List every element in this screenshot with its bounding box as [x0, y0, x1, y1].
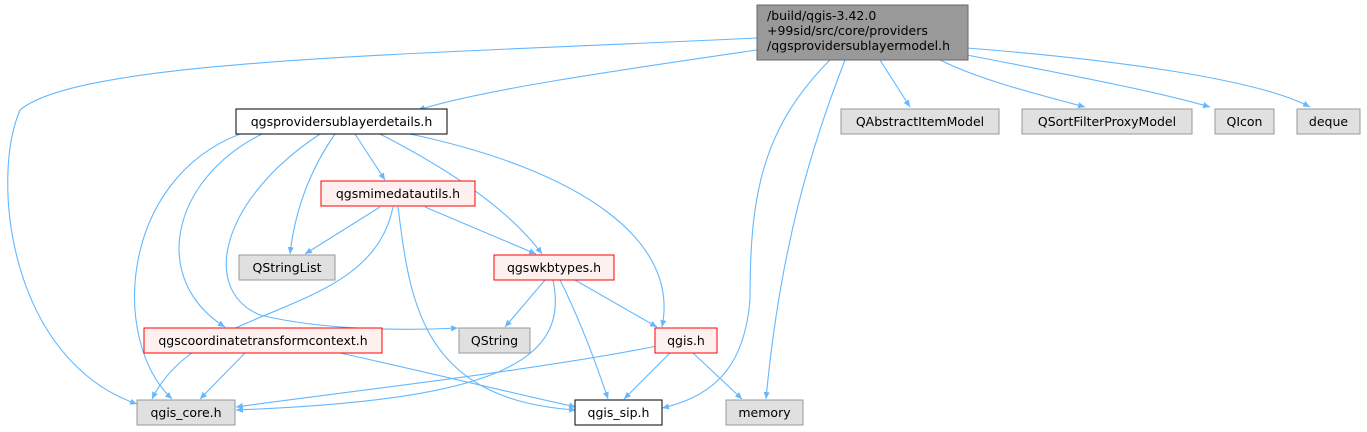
node-qabstract[interactable]: QAbstractItemModel: [840, 108, 1000, 135]
edge-details-qstring: [225, 133, 459, 332]
node-qsortfilter-label: QSortFilterProxyModel: [1038, 114, 1176, 129]
edge-details-mimedata: [354, 133, 386, 181]
edge-root-details: [417, 49, 758, 111]
node-memory[interactable]: memory: [725, 399, 804, 426]
node-qgis-label: qgis.h: [667, 333, 705, 348]
node-mimedata-label: qgsmimedatautils.h: [336, 186, 460, 201]
node-mimedata[interactable]: qgsmimedatautils.h: [320, 180, 476, 207]
node-details-label: qgsprovidersublayerdetails.h: [251, 114, 433, 129]
node-qgis-core-label: qgis_core.h: [150, 405, 221, 420]
edge-mimedata-qgis-core: [151, 206, 394, 400]
edge-root-memory: [763, 59, 846, 400]
edge-root-qabstract: [879, 59, 911, 108]
node-root-line1: /build/qgis-3.42.0: [767, 8, 876, 23]
edge-qgis-memory: [692, 352, 743, 400]
node-qicon-label: QIcon: [1227, 114, 1263, 129]
node-qstringlist[interactable]: QStringList: [238, 254, 336, 281]
node-qgis-sip[interactable]: qgis_sip.h: [574, 399, 663, 426]
edge-coordtransform-qgis-core: [199, 352, 246, 400]
edge-mimedata-qgis-sip: [397, 206, 577, 413]
edge-details-coordtransform: [178, 133, 263, 328]
node-qstring-label: QString: [471, 333, 518, 348]
edge-coordtransform-qgis-sip: [339, 352, 577, 409]
edge-wkbtypes-qgis-sip: [559, 279, 609, 400]
edge-root-qsortfilter: [939, 59, 1086, 109]
node-qsortfilter[interactable]: QSortFilterProxyModel: [1021, 108, 1193, 135]
node-qstringlist-label: QStringList: [253, 260, 322, 275]
node-qgis[interactable]: qgis.h: [654, 327, 718, 354]
node-root[interactable]: /build/qgis-3.42.0 +99sid/src/core/provi…: [756, 4, 969, 61]
edge-root-qgis-core: [7, 37, 758, 405]
node-root-line2: +99sid/src/core/providers: [767, 23, 928, 38]
node-coordtransform-label: qgscoordinatetransformcontext.h: [158, 333, 367, 348]
edge-root-qicon: [966, 54, 1211, 109]
node-deque-label: deque: [1309, 114, 1348, 129]
node-qstring[interactable]: QString: [458, 327, 531, 354]
node-qicon[interactable]: QIcon: [1214, 108, 1275, 135]
edge-wkbtypes-qgis-core: [235, 279, 556, 413]
edge-root-deque: [966, 47, 1311, 108]
edge-qgis-qgis-sip: [623, 352, 671, 400]
edge-details-qgis: [409, 133, 667, 328]
node-deque[interactable]: deque: [1296, 108, 1361, 135]
node-root-line3: /qgsprovidersublayermodel.h: [767, 38, 950, 53]
edge-mimedata-qstringlist: [304, 206, 381, 255]
node-memory-label: memory: [738, 405, 791, 420]
node-wkbtypes[interactable]: qgswkbtypes.h: [493, 254, 615, 281]
edge-root-qgis-sip: [661, 59, 831, 410]
edge-mimedata-wkbtypes: [424, 206, 537, 255]
node-qabstract-label: QAbstractItemModel: [856, 114, 984, 129]
node-qgis-sip-label: qgis_sip.h: [588, 405, 650, 420]
node-wkbtypes-label: qgswkbtypes.h: [507, 260, 601, 275]
edge-qgis-qgis-core: [235, 345, 658, 410]
edge-details-qstringlist: [287, 133, 336, 255]
edge-wkbtypes-qstring: [504, 279, 546, 328]
node-details[interactable]: qgsprovidersublayerdetails.h: [235, 108, 448, 135]
node-coordtransform[interactable]: qgscoordinatetransformcontext.h: [143, 327, 383, 354]
node-qgis-core[interactable]: qgis_core.h: [136, 399, 236, 426]
edge-details-qgis-core: [134, 133, 241, 400]
edge-wkbtypes-qgis: [574, 279, 658, 328]
